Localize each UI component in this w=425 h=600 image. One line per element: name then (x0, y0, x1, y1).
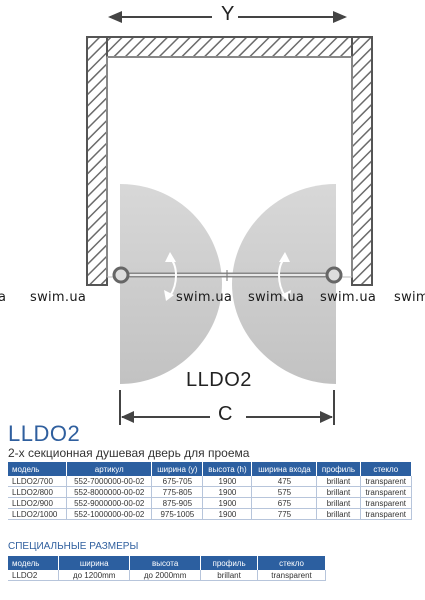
table-cell: 475 (251, 476, 318, 487)
product-title: LLDO2 (8, 421, 81, 446)
table-cell: 552-7000000-00-02 (66, 476, 153, 487)
column-header: модель (8, 462, 68, 476)
table-cell: 775 (251, 508, 318, 520)
table-row: LLDO2 до 1200mm до 2000mm brillant trans… (8, 570, 326, 581)
door-rail (113, 270, 340, 281)
table-cell: 552-8000000-00-02 (66, 486, 153, 498)
diagram-model-label: LLDO2 (186, 369, 252, 391)
table-cell: 552-9000000-00-02 (66, 497, 153, 509)
table-cell: brillant (316, 486, 361, 498)
watermark: swim.ua (248, 290, 305, 305)
column-header: ширина (y) (151, 462, 204, 476)
column-header: модель (8, 556, 60, 570)
column-header: стекло (360, 462, 413, 476)
table-cell: transparent (360, 508, 413, 520)
table-cell: 1900 (202, 486, 253, 498)
dimension-y-label: Y (221, 3, 235, 25)
table-cell: 1900 (202, 508, 253, 520)
column-header: артикул (66, 462, 153, 476)
product-subtitle: 2-х секционная душевая дверь для проема (8, 446, 250, 460)
watermark: swim.ua (30, 290, 87, 305)
table-cell: 1900 (202, 476, 253, 487)
right-swing-arrow-icon (278, 252, 291, 301)
watermark: swim.ua (176, 290, 233, 305)
special-sizes-table: модель ширина высота профиль стекло LLDO… (8, 556, 326, 581)
watermark-edge-left: a (0, 290, 7, 305)
table-cell: 975-1005 (151, 508, 204, 520)
shower-door-diagram (86, 11, 373, 425)
table-cell: 552-1000000-00-02 (66, 508, 153, 520)
table-cell: 575 (251, 486, 318, 498)
table-cell: LLDO2 (8, 570, 60, 581)
table-cell: до 1200mm (58, 570, 131, 581)
c-dimension-arrow (119, 390, 335, 425)
models-table: модель артикул ширина (y) высота (h) шир… (8, 462, 413, 520)
table-cell: LLDO2/700 (8, 476, 68, 487)
table-cell: transparent (360, 497, 413, 509)
column-header: профиль (200, 556, 259, 570)
table-cell: 675 (251, 497, 318, 509)
wall-top (86, 36, 373, 58)
column-header: профиль (316, 462, 361, 476)
left-door-leaf (120, 184, 222, 384)
table-cell: LLDO2/1000 (8, 508, 68, 520)
table-cell: brillant (200, 570, 259, 581)
right-door-leaf (232, 184, 336, 384)
wall-right (351, 36, 373, 286)
y-dimension-arrow (108, 11, 347, 23)
table-header-row: модель артикул ширина (y) высота (h) шир… (8, 462, 413, 476)
table-row: LLDO2/1000 552-1000000-00-02 975-1005 19… (8, 508, 413, 520)
table-cell: 1900 (202, 497, 253, 509)
table-row: LLDO2/800 552-8000000-00-02 775-805 1900… (8, 486, 413, 498)
column-header: ширина входа (251, 462, 318, 476)
dimension-c-label: C (218, 403, 233, 425)
table-cell: LLDO2/800 (8, 486, 68, 498)
table-header-row: модель ширина высота профиль стекло (8, 556, 326, 570)
table-row: LLDO2/900 552-9000000-00-02 875-905 1900… (8, 497, 413, 509)
column-header: стекло (257, 556, 326, 570)
watermark: swim.ua (320, 290, 377, 305)
special-sizes-title: СПЕЦИАЛЬНЫЕ РАЗМЕРЫ (8, 541, 139, 552)
table-cell: LLDO2/900 (8, 497, 68, 509)
column-header: ширина (58, 556, 131, 570)
left-hinge-icon (112, 266, 130, 284)
table-cell: transparent (257, 570, 326, 581)
right-hinge-icon (325, 266, 343, 284)
wall-left (86, 36, 108, 286)
left-swing-arrow-icon (164, 252, 177, 301)
table-row: LLDO2/700 552-7000000-00-02 675-705 1900… (8, 476, 413, 487)
table-cell: 875-905 (151, 497, 204, 509)
table-cell: 675-705 (151, 476, 204, 487)
table-cell: 775-805 (151, 486, 204, 498)
table-cell: brillant (316, 497, 361, 509)
table-cell: brillant (316, 476, 361, 487)
table-cell: до 2000mm (129, 570, 202, 581)
watermark-edge-right: swim (394, 290, 425, 305)
column-header: высота (h) (202, 462, 253, 476)
table-cell: brillant (316, 508, 361, 520)
table-cell: transparent (360, 476, 413, 487)
column-header: высота (129, 556, 202, 570)
table-cell: transparent (360, 486, 413, 498)
